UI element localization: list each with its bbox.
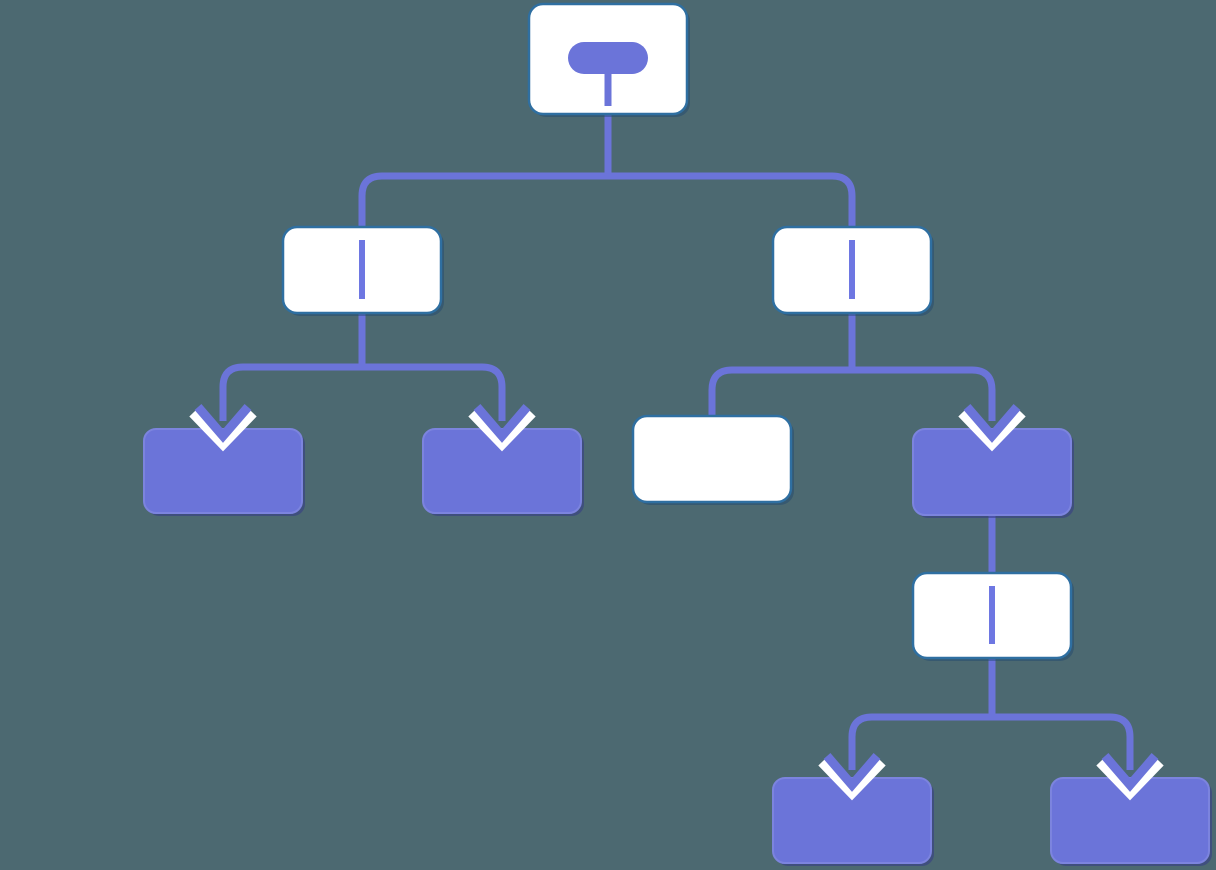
vertical-bar-icon <box>849 240 855 299</box>
vertical-bar-icon <box>359 240 365 299</box>
chevron-inner-purple <box>194 404 252 443</box>
chevron-down-icon <box>958 404 1026 452</box>
connector-edge-level1-split <box>358 172 856 227</box>
connector-edge-bottom-split <box>848 713 1134 770</box>
flow-node-branch-mid[interactable] <box>911 571 1074 661</box>
flow-node-root[interactable] <box>527 2 690 117</box>
node-card[interactable] <box>1050 777 1210 864</box>
chevron-down-icon <box>818 753 886 801</box>
flow-node-leaf-3[interactable] <box>772 753 934 866</box>
flow-node-leaf-2[interactable] <box>422 404 584 516</box>
connector-edge-left-split <box>219 363 506 421</box>
connector-edge-right-split <box>708 366 996 421</box>
pill-stem-icon <box>604 72 612 106</box>
node-card[interactable] <box>422 428 582 514</box>
flow-node-leaf-1[interactable] <box>143 404 305 516</box>
pill-icon <box>568 42 648 74</box>
chevron-down-icon <box>189 404 257 452</box>
flow-node-node-merge[interactable] <box>912 404 1074 518</box>
chevron-down-icon <box>468 404 536 452</box>
chevron-inner-purple <box>823 753 881 792</box>
node-card[interactable] <box>631 414 793 504</box>
chevron-inner-purple <box>1101 753 1159 792</box>
flow-node-leaf-4[interactable] <box>1050 753 1212 866</box>
chevron-inner-purple <box>963 404 1021 443</box>
chevron-down-icon <box>1096 753 1164 801</box>
chevron-inner-purple <box>473 404 531 443</box>
flow-node-branch-right[interactable] <box>771 225 934 316</box>
vertical-bar-icon <box>989 586 995 644</box>
node-card[interactable] <box>143 428 303 514</box>
node-card[interactable] <box>912 428 1072 516</box>
flow-node-branch-left[interactable] <box>281 225 444 316</box>
node-card[interactable] <box>772 777 932 864</box>
flow-node-card-blank[interactable] <box>631 414 794 505</box>
